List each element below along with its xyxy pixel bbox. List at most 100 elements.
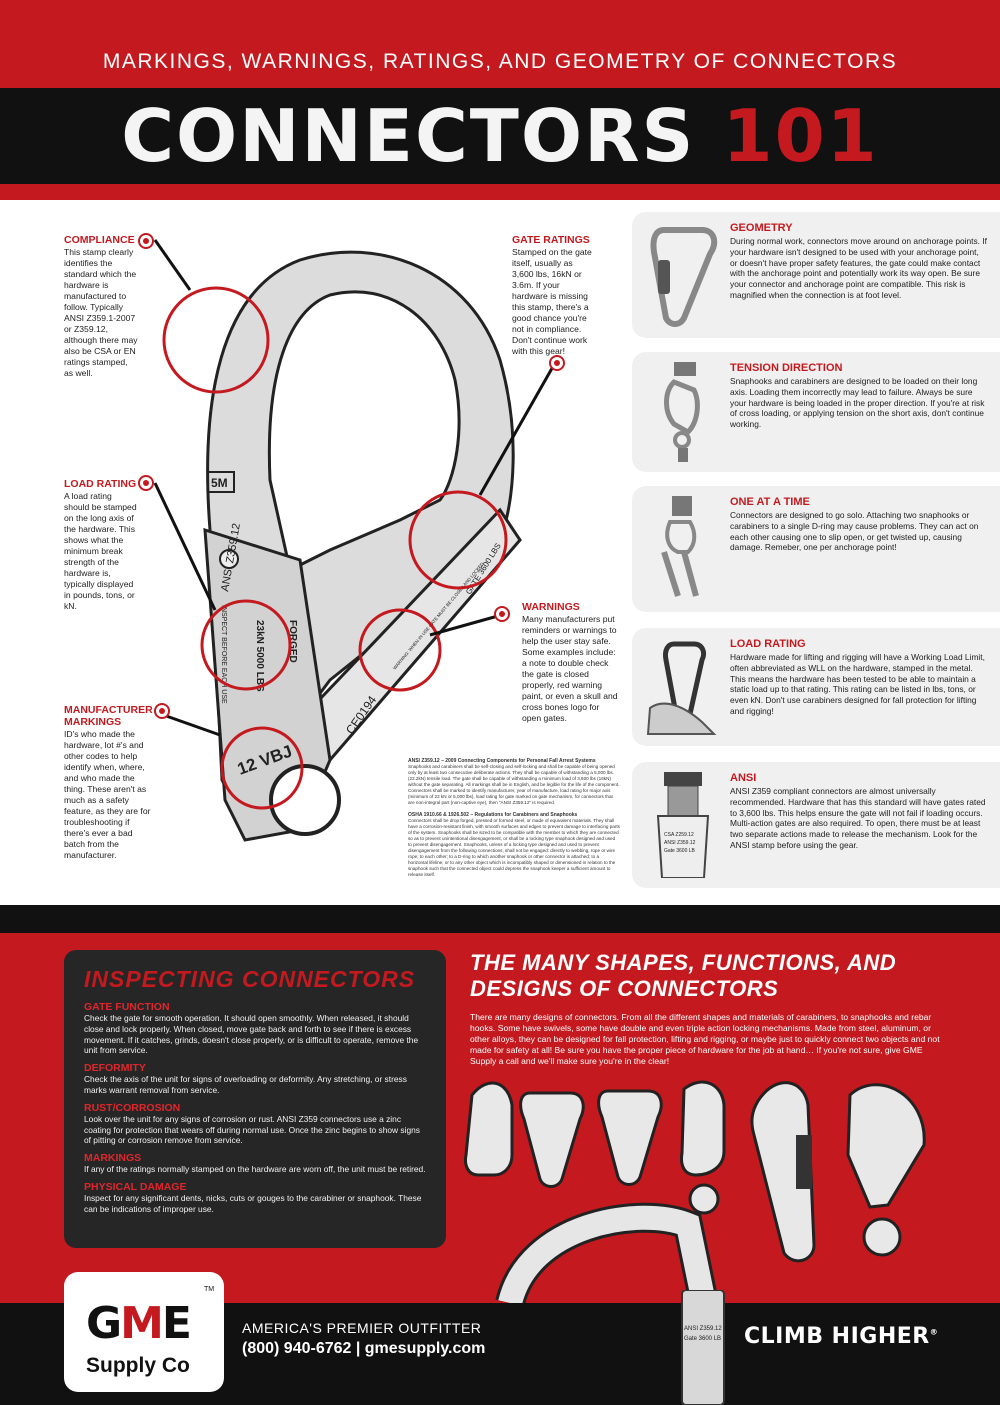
lineup-carabiner-1 xyxy=(519,1091,585,1188)
highlight-manufacturer xyxy=(220,726,304,810)
shapes-text: There are many designs of connectors. Fr… xyxy=(470,1012,940,1066)
registered-mark: ® xyxy=(929,1327,939,1337)
inspecting-title: INSPECTING CONNECTORS xyxy=(84,966,416,992)
panel-ansi-title: ANSI xyxy=(730,772,757,784)
panel-one-at-a-time-text: Connectors are designed to go solo. Atta… xyxy=(730,510,979,553)
snaphook-eye xyxy=(269,764,341,836)
panel-ansi: CSA Z259.12 ANSI Z359.12 Gate 3600 LB AN… xyxy=(632,762,1000,888)
leader-compliance xyxy=(153,239,192,291)
inspect-deformity-title: DEFORMITY xyxy=(84,1062,146,1075)
regulation-osha-heading: OSHA 1910.66 & 1926.502 – Regulations fo… xyxy=(408,812,578,818)
snaphook-tension-image xyxy=(664,362,700,462)
header-subtitle: MARKINGS, WARNINGS, RATINGS, AND GEOMETR… xyxy=(102,50,898,73)
callout-manufacturer: MANUFACTURER MARKINGS ID's who made the … xyxy=(64,704,153,861)
connector-lineup xyxy=(464,1080,926,1303)
panel-tension-text: Snaphooks and carabiners are designed to… xyxy=(730,376,985,430)
gme-logo[interactable]: GME TM Supply Co xyxy=(64,1272,224,1392)
gme-logo-m: M xyxy=(120,1298,164,1349)
lineup-rebar-ring xyxy=(862,1217,902,1257)
callout-dot-gate-ratings xyxy=(549,355,565,371)
panel-one-at-a-time-title: ONE AT A TIME xyxy=(730,496,810,508)
inspect-damage-title: PHYSICAL DAMAGE xyxy=(84,1180,187,1193)
callout-gate-ratings-text: Stamped on the gate itself, usually as 3… xyxy=(512,247,592,356)
callout-dot-load-rating xyxy=(138,475,154,491)
highlight-warnings xyxy=(358,608,442,692)
snaphook-opening xyxy=(267,290,461,573)
inspect-gate-function-text: Check the gate for smooth operation. It … xyxy=(84,1013,419,1056)
shapes-title: THE MANY SHAPES, FUNCTIONS, AND DESIGNS … xyxy=(470,950,897,1001)
gme-logo-supply: Supply Co xyxy=(86,1354,190,1377)
regulation-osha-body: Connectors shall be drop forged, pressed… xyxy=(408,818,620,877)
leader-warnings xyxy=(429,612,506,637)
inspect-gate-function-title: GATE FUNCTION xyxy=(84,1001,170,1013)
lineup-lock-sleeve xyxy=(796,1135,812,1189)
carabiner-lifting-image xyxy=(646,641,717,735)
page-title-number: 101 xyxy=(722,94,879,178)
panel-geometry: GEOMETRY During normal work, connectors … xyxy=(632,212,1000,338)
large-carabiner-stamp-ansi: ANSI Z359.12 xyxy=(684,1326,722,1332)
header-black-band xyxy=(0,88,1000,184)
stamp-inspect: INSPECT BEFORE EACH USE xyxy=(220,605,227,704)
callout-manufacturer-text: ID's who made the hardware, lot #'s and … xyxy=(64,729,151,860)
gme-logo-wordmark: GME xyxy=(86,1298,192,1349)
lineup-carabiner-2 xyxy=(597,1089,663,1186)
header-red-stripe xyxy=(0,184,1000,200)
footer-slogan: CLIMB HIGHER® xyxy=(744,1324,939,1349)
highlight-compliance xyxy=(162,286,270,394)
stamp-load: 23kN 5000 LBS xyxy=(254,620,265,692)
highlight-load-rating xyxy=(200,599,292,691)
panel-load-rating: LOAD RATING Hardware made for lifting an… xyxy=(632,628,1000,746)
snaphook-rivet xyxy=(219,549,239,569)
highlight-gate-rating xyxy=(408,490,508,590)
lineup-snaphook-swivel xyxy=(680,1080,726,1177)
ansi-panel-stamp-gate: Gate 3600 LB xyxy=(664,848,696,854)
callout-manufacturer-title: MANUFACTURER MARKINGS xyxy=(64,704,153,728)
callout-load-rating-text: A load rating should be stamped on the l… xyxy=(64,491,137,611)
panel-geometry-text: During normal work, connectors move arou… xyxy=(730,236,987,300)
lineup-large-carabiner xyxy=(750,1081,816,1263)
inspect-deformity-text: Check the axis of the unit for signs of … xyxy=(84,1074,407,1095)
inspect-rust-title: RUST/CORROSION xyxy=(84,1101,181,1114)
regulations-fine-print: ANSI Z359.12 – 2009 Connecting Component… xyxy=(408,758,620,878)
callout-warnings-title: WARNINGS xyxy=(522,601,580,613)
inspect-damage-text: Inspect for any significant dents, nicks… xyxy=(84,1192,422,1214)
carabiner-geometry-image xyxy=(650,227,718,327)
panel-geometry-title: GEOMETRY xyxy=(730,222,793,234)
stamp-size: 5M xyxy=(211,476,228,490)
inspect-markings-text: If any of the ratings normally stamped o… xyxy=(84,1164,426,1175)
panel-load-rating-title: LOAD RATING xyxy=(730,638,806,650)
callout-compliance-text: This stamp clearly identifies the standa… xyxy=(64,247,138,378)
bottom-black-band xyxy=(0,905,1000,933)
callout-warnings: WARNINGS Many manufacturers put reminder… xyxy=(522,601,618,724)
header-red-band xyxy=(0,0,1000,88)
stamp-size-box xyxy=(207,471,235,493)
inspect-rust-text: Look over the unit for any signs of corr… xyxy=(84,1113,420,1146)
panel-one-at-a-time: ONE AT A TIME Connectors are designed to… xyxy=(632,486,1000,612)
callout-compliance-title: COMPLIANCE xyxy=(64,234,135,246)
stamp-forged: FORGED xyxy=(287,620,298,663)
lineup-swivel-ring xyxy=(688,1183,720,1215)
callout-warnings-text: Many manufacturers put reminders or warn… xyxy=(522,614,618,723)
page-title: CONNECTORS 101 xyxy=(0,94,1000,178)
snaphook-illustration: ANSI Z359.12 5M 23kN 5000 LBS INSPECT BE… xyxy=(153,239,557,842)
leader-load-rating xyxy=(153,482,217,611)
callout-load-rating-title: LOAD RATING xyxy=(64,478,137,490)
callout-dot-warnings xyxy=(494,606,510,622)
leader-gate-rating xyxy=(478,362,557,496)
large-carabiner-sleeve: ANSI Z359.12 Gate 3600 LB xyxy=(681,1290,725,1405)
panel-load-rating-text: Hardware made for lifting and rigging wi… xyxy=(730,652,985,716)
gme-logo-trademark: TM xyxy=(204,1286,215,1293)
callout-dot-manufacturer xyxy=(154,703,170,719)
two-snaphooks-image xyxy=(661,496,699,597)
callout-dot-compliance xyxy=(138,233,154,249)
panel-ansi-text: ANSI Z359 compliant connectors are almos… xyxy=(730,786,986,850)
panel-tension-title: TENSION DIRECTION xyxy=(730,362,843,374)
regulation-ansi-body: Snaphooks and carabiners shall be self-c… xyxy=(408,764,620,805)
footer-contact[interactable]: (800) 940-6762 | gmesupply.com xyxy=(242,1340,486,1357)
inspecting-connectors-box: INSPECTING CONNECTORS GATE FUNCTION Chec… xyxy=(64,950,446,1248)
ansi-stamp-image: CSA Z259.12 ANSI Z359.12 Gate 3600 LB xyxy=(656,772,710,878)
ansi-panel-stamp-csa: CSA Z259.12 xyxy=(664,832,694,838)
regulation-ansi-heading: ANSI Z359.12 – 2009 Connecting Component… xyxy=(408,758,596,764)
footer-tagline: AMERICA'S PREMIER OUTFITTER xyxy=(242,1320,482,1336)
callout-gate-ratings: GATE RATINGS Stamped on the gate itself,… xyxy=(512,234,592,357)
